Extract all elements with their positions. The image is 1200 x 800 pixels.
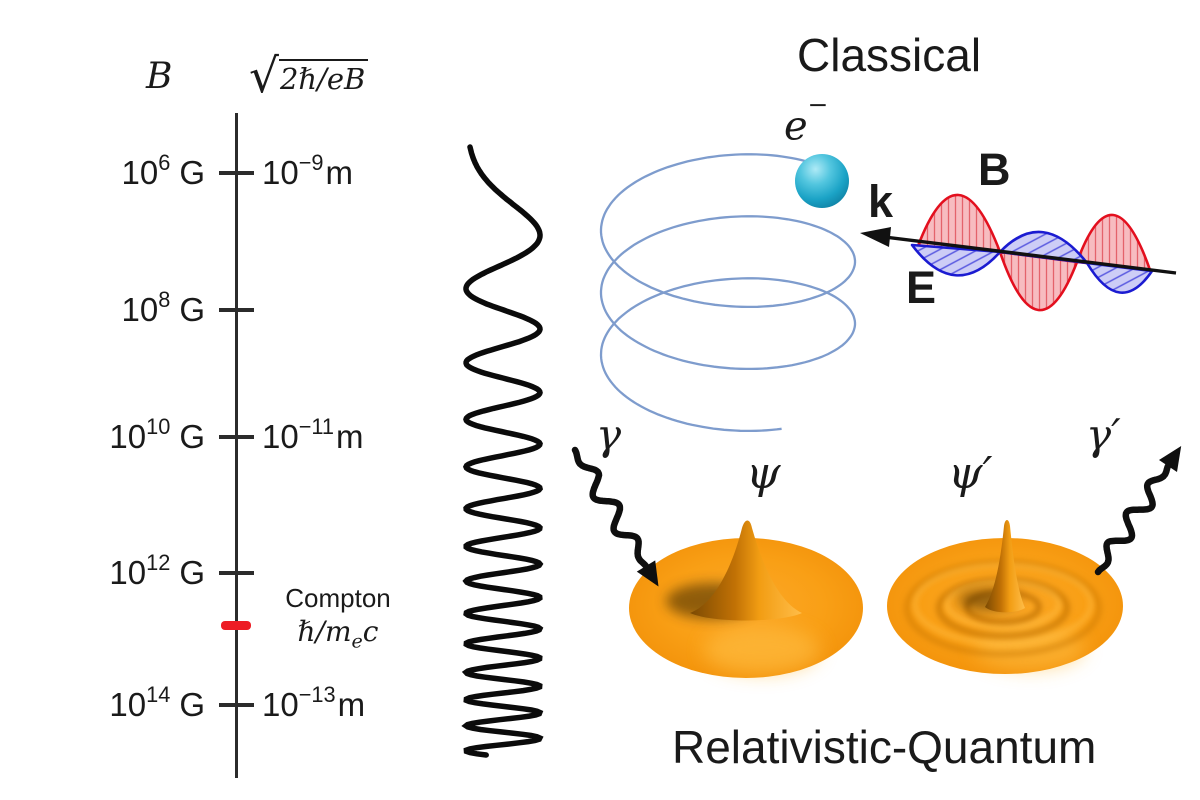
axis-title-length-scale: √2ℏ/eB [249,49,369,104]
photon-in-arrowhead [636,560,659,587]
e-field-label: E [906,262,937,313]
psi-prime-label: ψ′ [948,448,993,499]
wavepacket-scattered [887,520,1123,674]
e-field-lobe [910,243,1002,277]
k-vector-label: k [868,176,894,227]
chirped-wave [461,144,544,758]
compton-word: Compton [285,583,391,613]
wavepacket-spike [985,520,1025,613]
psi-label: ψ [746,448,781,499]
electron-sphere [795,154,849,208]
b-field-label: B [978,144,1011,195]
photon-out-arrow [1094,462,1172,576]
compton-tick [221,621,251,630]
axis-tick [219,171,254,175]
compton-formula: ℏ/mec [297,615,379,653]
e-field-lobe [1085,261,1154,294]
electron-label: e− [784,89,829,150]
b-field-lobe [1075,213,1152,272]
axis-tick [219,703,254,707]
electron-spiral [599,153,857,433]
wavepacket-initial [629,520,863,678]
e-field-lobe [998,230,1089,265]
quantum-title: Relativistic-Quantum [672,721,1097,773]
axis-title-field: B [146,56,173,97]
axis-tick [219,571,254,575]
b-field-lobe [998,250,1079,312]
axis-tick [219,308,254,312]
axis-line [235,113,238,778]
radical-sign: √ [249,49,279,104]
gamma-out-label: γ′ [1086,410,1121,459]
em-wave-inset [860,193,1177,312]
axis-tick [219,435,254,439]
gamma-in-label: γ [596,410,622,459]
k-vector-arrow [867,233,1177,275]
wavepacket-peak [690,520,802,621]
k-vector-arrowhead [860,227,891,247]
b-field-lobe [916,193,1002,254]
classical-title: Classical [797,29,982,81]
photon-in-arrow [571,446,650,570]
radicand: 2ℏ/eB [278,59,369,97]
compton-scale-label: Compton ℏ/mec [252,583,424,653]
photon-out-arrowhead [1159,446,1182,472]
